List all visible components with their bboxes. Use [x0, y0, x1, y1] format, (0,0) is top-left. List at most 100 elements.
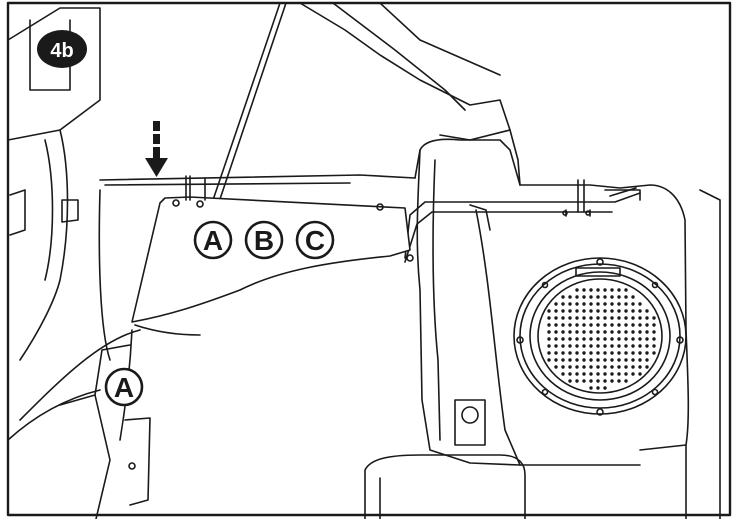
grille-hole [631, 295, 635, 299]
grille-hole [575, 365, 579, 369]
grille-hole [617, 365, 621, 369]
seat-belt-strap [212, 2, 287, 203]
grille-hole [589, 323, 593, 327]
grille-hole [596, 337, 600, 341]
grille-hole [568, 309, 572, 313]
grille-hole [638, 323, 642, 327]
grille-hole [638, 316, 642, 320]
grille-hole [624, 344, 628, 348]
grille-hole [617, 372, 621, 376]
grille-hole [561, 351, 565, 355]
grille-hole [617, 330, 621, 334]
grille-hole [652, 337, 656, 341]
grille-hole [568, 330, 572, 334]
grille-hole [568, 365, 572, 369]
grille-hole [617, 323, 621, 327]
grille-hole [589, 288, 593, 292]
grille-hole [596, 379, 600, 383]
grille-hole [638, 337, 642, 341]
grille-hole [624, 309, 628, 313]
grille-hole [589, 351, 593, 355]
rear-cargo-edge [364, 189, 721, 519]
grille-hole [568, 358, 572, 362]
grille-hole [547, 344, 551, 348]
grille-hole [631, 372, 635, 376]
grille-hole [568, 351, 572, 355]
grille-hole [596, 330, 600, 334]
grille-hole [589, 365, 593, 369]
grille-hole [547, 316, 551, 320]
grille-hole [554, 337, 558, 341]
grille-hole [596, 295, 600, 299]
grille-hole [638, 330, 642, 334]
grille-hole [554, 358, 558, 362]
grille-hole [645, 309, 649, 313]
grille-hole [603, 330, 607, 334]
grille-hole [554, 323, 558, 327]
grille-hole [547, 337, 551, 341]
grille-hole [610, 358, 614, 362]
grille-hole [617, 302, 621, 306]
grille-hole [561, 330, 565, 334]
grille-hole [568, 372, 572, 376]
grille-hole [652, 323, 656, 327]
grille-hole [568, 337, 572, 341]
grille-hole [575, 288, 579, 292]
grille-hole [617, 295, 621, 299]
grille-hole [603, 302, 607, 306]
grille-hole [624, 330, 628, 334]
callout-c: C [305, 225, 325, 256]
grille-hole [582, 330, 586, 334]
grille-hole [596, 344, 600, 348]
grille-hole [624, 323, 628, 327]
grille-hole [568, 344, 572, 348]
grille-hole [617, 344, 621, 348]
grille-hole [610, 309, 614, 313]
grille-hole [596, 365, 600, 369]
grille-hole [561, 337, 565, 341]
grille-hole [589, 330, 593, 334]
grille-hole [645, 344, 649, 348]
grille-hole [561, 365, 565, 369]
speaker-mesh [547, 288, 656, 390]
grille-hole [610, 372, 614, 376]
grille-hole [631, 351, 635, 355]
grille-hole [575, 302, 579, 306]
grille-hole [568, 323, 572, 327]
grille-hole [603, 351, 607, 355]
grille-hole [575, 309, 579, 313]
grille-hole [624, 358, 628, 362]
grille-hole [610, 295, 614, 299]
grille-hole [631, 358, 635, 362]
grille-hole [589, 372, 593, 376]
grille-hole [596, 323, 600, 327]
grille-hole [547, 351, 551, 355]
grille-hole [645, 330, 649, 334]
grille-hole [575, 330, 579, 334]
grille-hole [603, 323, 607, 327]
grille-hole [603, 358, 607, 362]
grille-hole [596, 358, 600, 362]
grille-hole [617, 337, 621, 341]
speaker-grille-icon [513, 257, 687, 416]
grille-hole [568, 295, 572, 299]
grille-hole [596, 316, 600, 320]
left-door-panel [7, 7, 101, 441]
grille-hole [589, 386, 593, 390]
grille-hole [575, 337, 579, 341]
callout-single-a: A [104, 367, 144, 407]
grille-hole [568, 302, 572, 306]
grille-hole [645, 337, 649, 341]
grille-hole [610, 316, 614, 320]
grille-hole [617, 288, 621, 292]
grille-hole [638, 358, 642, 362]
grille-hole [547, 358, 551, 362]
grille-hole [603, 288, 607, 292]
grille-hole [575, 295, 579, 299]
grille-hole [554, 344, 558, 348]
grille-hole [561, 323, 565, 327]
grille-hole [575, 372, 579, 376]
grille-hole [645, 365, 649, 369]
grille-hole [624, 295, 628, 299]
callout-a: A [203, 225, 223, 256]
